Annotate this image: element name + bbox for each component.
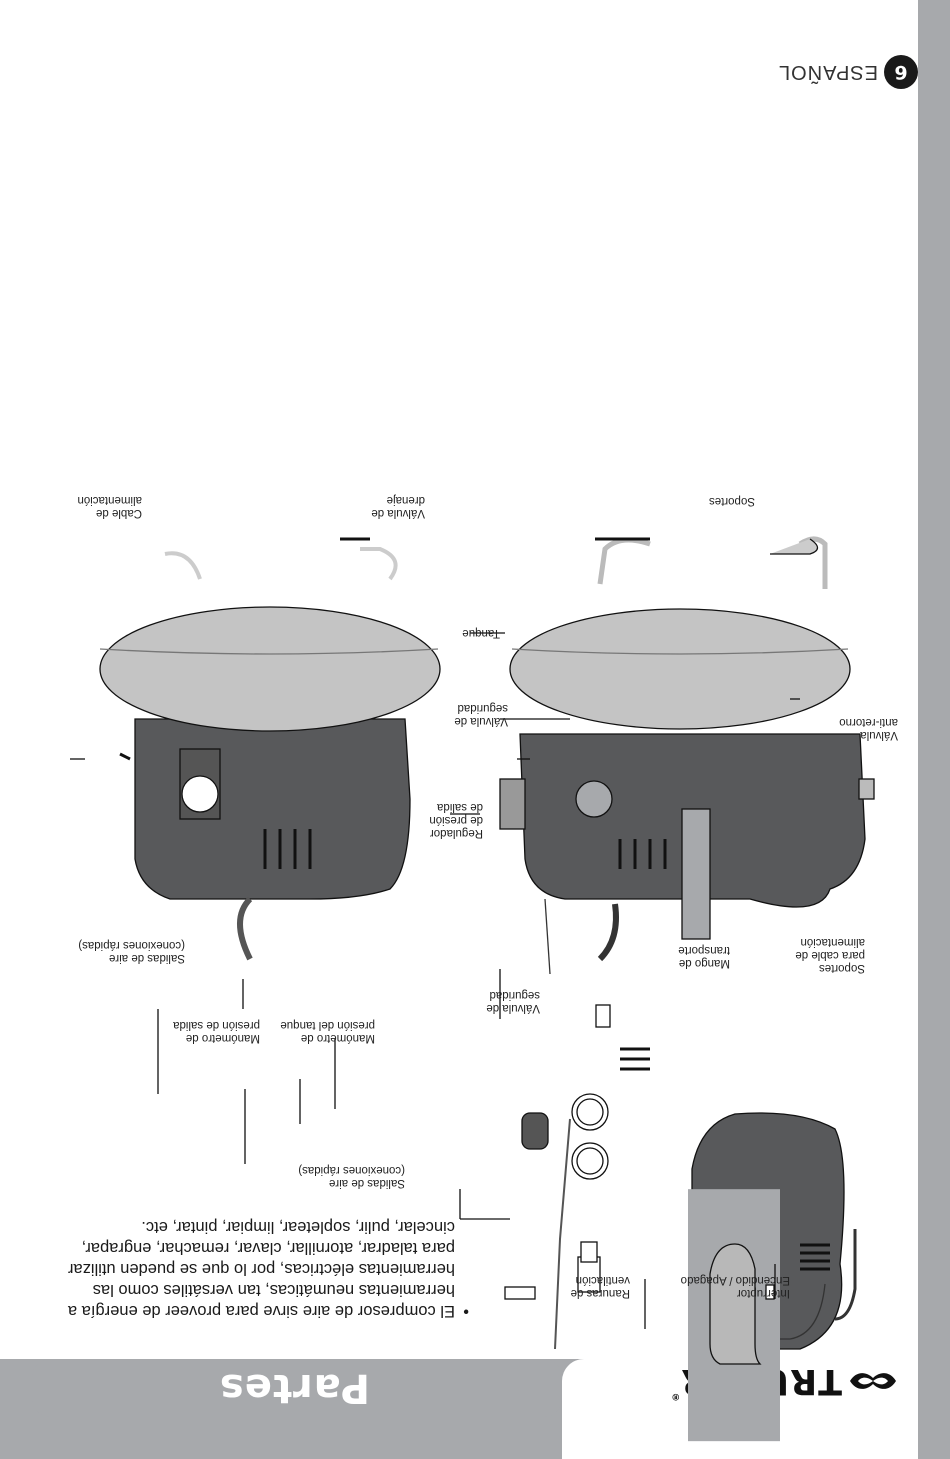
page-number-badge: 6 (884, 55, 918, 89)
compressor-front-view (499, 536, 875, 975)
label-soportes: Soportes (708, 495, 755, 507)
page-footer: 6 ESPAÑOL (778, 55, 918, 89)
label-salidas-aire-mid: Salidas de aire(conexiones rápidas) (78, 939, 185, 964)
label-salidas-aire-top: Salidas de aire(conexiones rápidas) (298, 1164, 405, 1189)
language-label: ESPAÑOL (778, 61, 878, 84)
label-tanque: Tanque (462, 627, 500, 639)
compressor-side-view (99, 537, 441, 961)
truper-emblem-icon (850, 1373, 896, 1389)
truper-logo: TRUPER® (670, 1361, 898, 1401)
compressor-top-view (504, 1004, 857, 1442)
leader-lines (70, 632, 800, 1329)
